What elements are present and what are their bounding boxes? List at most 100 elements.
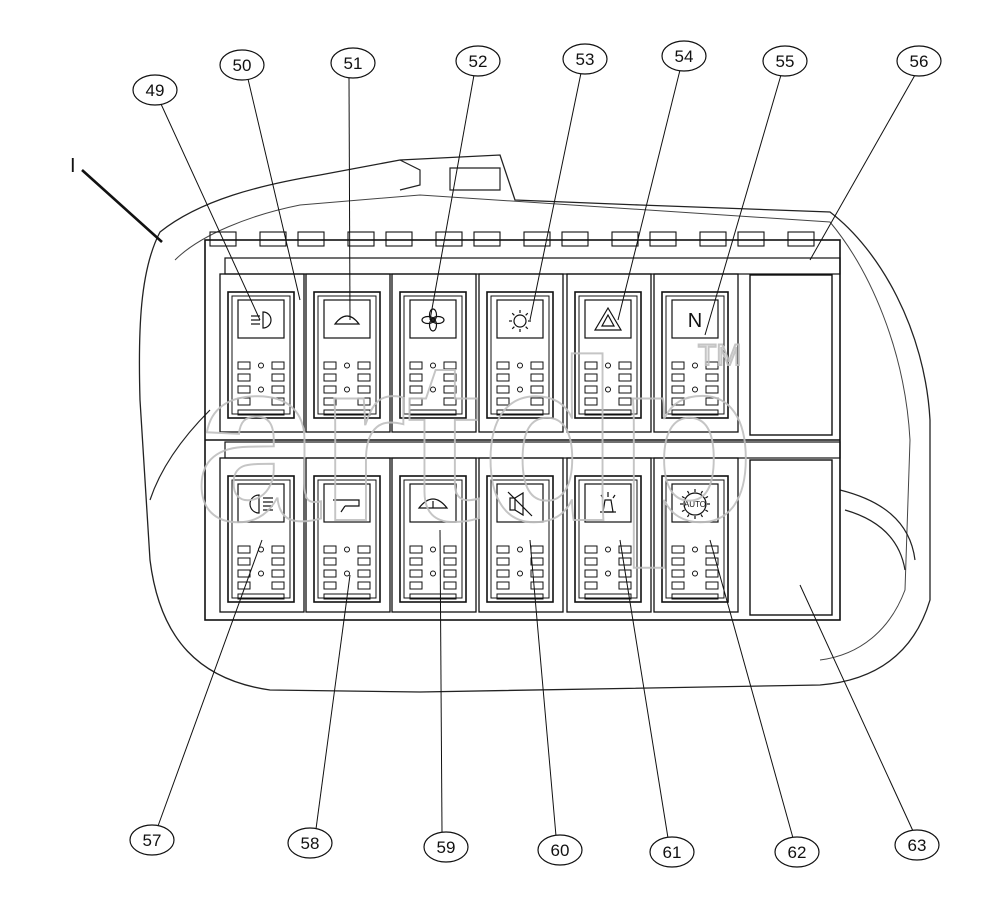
leader-62 xyxy=(709,539,794,839)
callout-bubbles: 49 50 51 52 53 54 55 56 57 58 59 60 61 62 63 xyxy=(129,40,942,868)
switch-top-3[interactable] xyxy=(391,273,477,433)
switch-bottom-1[interactable] xyxy=(219,457,305,613)
callout-54: 54 xyxy=(661,40,707,72)
leader-60 xyxy=(529,539,557,837)
blank-module-bottom xyxy=(749,459,833,616)
connector-tabs xyxy=(209,231,815,247)
leader-57 xyxy=(157,539,263,827)
leader-49 xyxy=(160,103,261,321)
blank-module-top xyxy=(749,274,833,436)
panel-housing xyxy=(204,239,841,621)
switch-bottom-2[interactable] xyxy=(305,457,391,613)
callout-label-51: 51 xyxy=(344,54,363,73)
callout-62: 62 xyxy=(774,836,820,868)
watermark-text: artdp xyxy=(195,312,755,569)
callout-51: 51 xyxy=(330,47,376,79)
watermark-tm: TM xyxy=(698,339,741,372)
connector-tab xyxy=(347,231,375,247)
connector-tab xyxy=(297,231,325,247)
connector-tab xyxy=(523,231,551,247)
connector-tab xyxy=(561,231,589,247)
leader-lines xyxy=(157,69,916,839)
callout-label-59: 59 xyxy=(437,838,456,857)
leader-59 xyxy=(439,529,443,834)
callout-label-63: 63 xyxy=(908,836,927,855)
callout-label-54: 54 xyxy=(675,47,694,66)
callout-58: 58 xyxy=(287,827,333,859)
switch-top-6[interactable]: N xyxy=(653,273,739,433)
console-bracket xyxy=(399,159,501,191)
switch-top-4[interactable] xyxy=(478,273,564,433)
headlight-icon xyxy=(249,494,273,514)
leader-53 xyxy=(529,72,582,321)
callout-52: 52 xyxy=(455,45,501,77)
connector-tab xyxy=(385,231,413,247)
wiper-icon xyxy=(333,315,361,325)
callout-label-53: 53 xyxy=(576,50,595,69)
neutral-n-icon: N xyxy=(688,310,702,332)
switch-top-1[interactable] xyxy=(219,273,305,433)
callout-label-56: 56 xyxy=(910,52,929,71)
leader-50 xyxy=(247,78,301,301)
horn-mute-icon xyxy=(507,491,533,517)
panel-top-rail xyxy=(224,257,841,275)
leader-61 xyxy=(619,539,669,839)
callout-label-57: 57 xyxy=(143,831,162,850)
interior-light-icon xyxy=(509,310,531,332)
connector-tab xyxy=(473,231,501,247)
console-outline xyxy=(138,154,931,693)
callout-label-49: 49 xyxy=(146,81,165,100)
beacon-icon xyxy=(600,492,616,513)
leader-56 xyxy=(809,74,916,261)
switch-bottom-6[interactable]: AUTO xyxy=(653,457,739,613)
view-label: I xyxy=(70,155,76,177)
callout-61: 61 xyxy=(649,836,695,868)
callout-55: 55 xyxy=(762,45,808,77)
callout-53: 53 xyxy=(562,43,608,75)
connector-tab xyxy=(787,231,815,247)
leader-51 xyxy=(348,76,351,321)
callout-60: 60 xyxy=(537,834,583,866)
auto-icon: AUTO xyxy=(680,489,710,519)
callout-59: 59 xyxy=(423,831,469,863)
connector-tab xyxy=(259,231,287,247)
callout-label-52: 52 xyxy=(469,52,488,71)
callout-label-62: 62 xyxy=(788,843,807,862)
callout-label-60: 60 xyxy=(551,841,570,860)
switch-array: N AUTO xyxy=(219,273,739,613)
callout-label-61: 61 xyxy=(663,843,682,862)
connector-tab xyxy=(649,231,677,247)
connector-tab xyxy=(737,231,765,247)
callout-50: 50 xyxy=(219,49,265,81)
connector-tab xyxy=(611,231,639,247)
leader-63 xyxy=(799,584,914,832)
callout-63: 63 xyxy=(894,829,940,861)
connector-tab xyxy=(699,231,727,247)
callout-57: 57 xyxy=(129,824,175,856)
cable-right xyxy=(839,489,916,571)
callout-label-50: 50 xyxy=(233,56,252,75)
callout-49: 49 xyxy=(132,74,178,106)
washer-icon xyxy=(417,498,449,509)
fan-icon xyxy=(421,308,445,332)
switch-bottom-5[interactable] xyxy=(566,457,652,613)
connector-tab xyxy=(209,231,237,247)
switch-bottom-4[interactable] xyxy=(478,457,564,613)
switch-top-5[interactable] xyxy=(566,273,652,433)
callout-label-55: 55 xyxy=(776,52,795,71)
hazard-triangle-icon xyxy=(593,306,623,331)
switch-bottom-3[interactable] xyxy=(391,457,477,613)
wiper-blade-icon xyxy=(333,499,360,513)
leader-58 xyxy=(315,574,351,830)
callout-56: 56 xyxy=(896,45,942,77)
leader-55 xyxy=(704,74,782,336)
connector-tab xyxy=(435,231,463,247)
callout-label-58: 58 xyxy=(301,834,320,853)
leader-52 xyxy=(429,74,475,321)
switch-top-2[interactable] xyxy=(305,273,391,433)
console-inner-outline xyxy=(174,194,911,661)
neutral-label: N xyxy=(688,310,702,332)
watermark: artdp TM xyxy=(194,311,756,570)
cable-left xyxy=(149,409,211,501)
